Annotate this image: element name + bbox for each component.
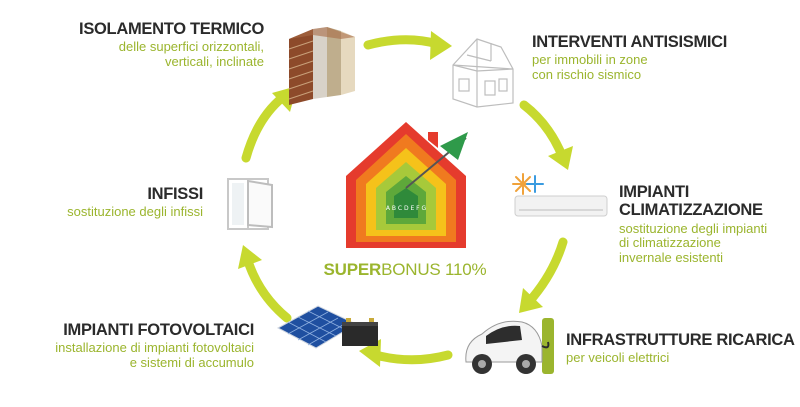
desc-climatizzazione-3: invernale esistenti bbox=[619, 250, 724, 266]
desc-fotovoltaici-2: e sistemi di accumulo bbox=[129, 355, 254, 371]
superbonus-rest: BONUS 110% bbox=[381, 260, 487, 279]
energy-class-house-with-dart: A B C D E F G bbox=[346, 122, 468, 248]
arrow-left-upper bbox=[241, 89, 292, 163]
arrowhead-top bbox=[430, 31, 452, 60]
desc-isolamento-1: delle superfici orizzontali, bbox=[118, 39, 264, 55]
desc-climatizzazione-2: di climatizzazione bbox=[619, 235, 721, 251]
title-fotovoltaici: IMPIANTI FOTOVOLTAICI bbox=[63, 321, 254, 339]
title-ricarica: INFRASTRUTTURE RICARICA bbox=[566, 331, 795, 349]
desc-antisismici-1: per immobili in zone bbox=[532, 52, 648, 68]
solar-panel-battery-icon bbox=[276, 305, 378, 349]
arrow-right-upper bbox=[519, 100, 568, 163]
title-antisismici: INTERVENTI ANTISISMICI bbox=[532, 33, 728, 51]
label-infissi: INFISSI sostituzione degli infissi bbox=[67, 185, 203, 220]
arrow-right-lower bbox=[523, 237, 568, 308]
arrowhead-right-lower bbox=[519, 288, 543, 313]
desc-infissi-1: sostituzione degli infissi bbox=[67, 204, 203, 220]
window-frame-icon bbox=[227, 178, 273, 230]
label-infrastrutture-ricarica: INFRASTRUTTURE RICARICA per veicoli elet… bbox=[566, 331, 795, 366]
desc-climatizzazione-1: sostituzione degli impianti bbox=[619, 220, 768, 236]
label-impianti-fotovoltaici: IMPIANTI FOTOVOLTAICI installazione di i… bbox=[55, 321, 254, 371]
title-climatizzazione-2: CLIMATIZZAZIONE bbox=[619, 201, 763, 220]
air-conditioner-icon bbox=[512, 173, 608, 217]
desc-isolamento-2: verticali, inclinate bbox=[165, 54, 264, 70]
arrow-bottom bbox=[367, 349, 453, 365]
arrowhead-right-upper bbox=[548, 146, 573, 170]
superbonus-title: SUPERBONUS 110% bbox=[320, 260, 490, 280]
electric-car-charging-icon bbox=[465, 318, 554, 374]
house-wireframe-icon bbox=[452, 38, 514, 108]
arrow-top bbox=[363, 35, 443, 50]
desc-ricarica-1: per veicoli elettrici bbox=[566, 350, 670, 366]
title-climatizzazione-1: IMPIANTI bbox=[619, 183, 690, 201]
label-isolamento-termico: ISOLAMENTO TERMICO delle superfici orizz… bbox=[79, 20, 264, 70]
desc-antisismici-2: con rischio sismico bbox=[532, 67, 642, 83]
arrowhead-left-lower bbox=[238, 245, 262, 269]
energy-letters: A B C D E F G bbox=[386, 205, 427, 212]
title-infissi: INFISSI bbox=[147, 185, 203, 203]
label-interventi-antisismici: INTERVENTI ANTISISMICI per immobili in z… bbox=[532, 33, 727, 83]
title-isolamento: ISOLAMENTO TERMICO bbox=[79, 20, 264, 38]
desc-fotovoltaici-1: installazione di impianti fotovoltaici bbox=[55, 340, 254, 356]
label-impianti-climatizzazione: IMPIANTI CLIMATIZZAZIONE sostituzione de… bbox=[619, 183, 767, 266]
wall-insulation-layers-icon bbox=[288, 27, 355, 105]
superbonus-super: SUPER bbox=[323, 260, 382, 279]
